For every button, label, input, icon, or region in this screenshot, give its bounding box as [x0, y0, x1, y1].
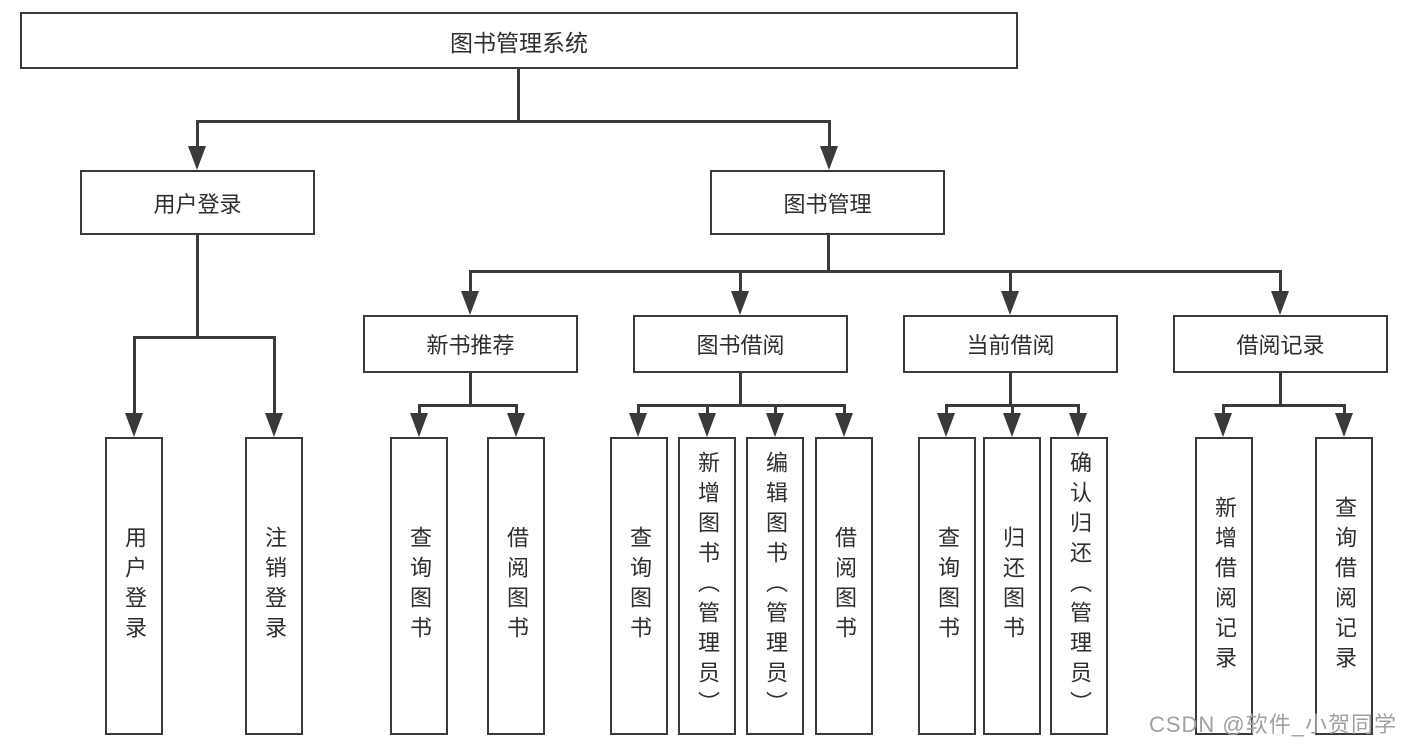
connector-line	[133, 336, 136, 415]
arrowhead-down-icon	[820, 146, 838, 170]
leaf-borrow-add-book-admin: 新增图书（管理员）	[678, 437, 736, 735]
watermark: CSDN @软件_小贺同学	[1148, 712, 1397, 737]
connector-line	[774, 404, 777, 416]
leaf-records-query-record-label: 查询借阅记录	[1332, 496, 1357, 676]
node-book-borrow: 图书借阅	[633, 315, 848, 373]
leaf-borrow-borrow-book-label: 借阅图书	[832, 526, 857, 646]
leaf-recommend-query-book: 查询图书	[390, 437, 448, 735]
leaf-recommend-borrow-book-label: 借阅图书	[504, 526, 529, 646]
arrowhead-down-icon	[1271, 291, 1289, 315]
connector-line	[1222, 404, 1345, 407]
leaf-records-add-record: 新增借阅记录	[1195, 437, 1253, 735]
leaf-current-confirm-return-admin-label: 确认归还（管理员）	[1067, 451, 1092, 721]
connector-line	[196, 120, 831, 123]
arrowhead-down-icon	[937, 413, 955, 437]
connector-line	[843, 404, 846, 416]
leaf-borrow-borrow-book: 借阅图书	[815, 437, 873, 735]
node-root: 图书管理系统	[20, 12, 1018, 69]
leaf-current-confirm-return-admin: 确认归还（管理员）	[1050, 437, 1108, 735]
node-book-management-label: 图书管理	[783, 191, 872, 217]
node-current-borrow: 当前借阅	[903, 315, 1118, 373]
leaf-borrow-edit-book-admin-label: 编辑图书（管理员）	[763, 451, 788, 721]
arrowhead-down-icon	[1214, 413, 1232, 437]
connector-line	[517, 69, 520, 121]
leaf-recommend-query-book-label: 查询图书	[407, 526, 432, 646]
connector-line	[637, 404, 845, 407]
connector-line	[133, 336, 276, 339]
connector-line	[515, 404, 518, 416]
leaf-borrow-add-book-admin-label: 新增图书（管理员）	[695, 451, 720, 721]
node-new-book-recommend-label: 新书推荐	[426, 333, 515, 358]
connector-line	[273, 336, 276, 415]
node-borrow-records-label: 借阅记录	[1236, 333, 1325, 358]
arrowhead-down-icon	[731, 291, 749, 315]
leaf-current-query-book-label: 查询图书	[935, 526, 960, 646]
connector-line	[706, 404, 709, 416]
connector-line	[196, 120, 199, 148]
connector-line	[1011, 404, 1014, 416]
leaf-current-query-book: 查询图书	[918, 437, 976, 735]
connector-line	[1279, 270, 1282, 293]
arrowhead-down-icon	[188, 146, 206, 170]
leaf-current-return-book: 归还图书	[983, 437, 1041, 735]
leaf-records-add-record-label: 新增借阅记录	[1212, 496, 1237, 676]
node-root-label: 图书管理系统	[450, 29, 588, 56]
arrowhead-down-icon	[1003, 413, 1021, 437]
node-borrow-records: 借阅记录	[1173, 315, 1388, 373]
connector-line	[469, 270, 472, 293]
node-book-management: 图书管理	[710, 170, 945, 235]
arrowhead-down-icon	[1001, 291, 1019, 315]
connector-line	[828, 120, 831, 148]
connector-line	[827, 235, 830, 273]
connector-line	[739, 373, 742, 407]
arrowhead-down-icon	[265, 413, 283, 437]
connector-line	[1009, 373, 1012, 407]
arrowhead-down-icon	[629, 413, 647, 437]
arrowhead-down-icon	[1069, 413, 1087, 437]
arrowhead-down-icon	[698, 413, 716, 437]
node-new-book-recommend: 新书推荐	[363, 315, 578, 373]
node-book-borrow-label: 图书借阅	[696, 333, 785, 358]
connector-line	[1343, 404, 1346, 416]
connector-line	[739, 270, 742, 293]
leaf-records-query-record: 查询借阅记录	[1315, 437, 1373, 735]
node-current-borrow-label: 当前借阅	[966, 333, 1055, 358]
arrowhead-down-icon	[461, 291, 479, 315]
node-user-login-label: 用户登录	[153, 191, 242, 217]
connector-line	[637, 404, 640, 416]
leaf-user-login-label: 用户登录	[122, 526, 147, 646]
leaf-recommend-borrow-book: 借阅图书	[487, 437, 545, 735]
arrowhead-down-icon	[766, 413, 784, 437]
leaf-borrow-query-book-label: 查询图书	[627, 526, 652, 646]
node-user-login: 用户登录	[80, 170, 315, 235]
leaf-user-login: 用户登录	[105, 437, 163, 735]
arrowhead-down-icon	[835, 413, 853, 437]
leaf-current-return-book-label: 归还图书	[1000, 526, 1025, 646]
connector-line	[1222, 404, 1225, 416]
connector-line	[1077, 404, 1080, 416]
arrowhead-down-icon	[1335, 413, 1353, 437]
arrowhead-down-icon	[507, 413, 525, 437]
connector-line	[418, 404, 517, 407]
connector-line	[945, 404, 948, 416]
leaf-logout-label: 注销登录	[262, 526, 287, 646]
leaf-borrow-edit-book-admin: 编辑图书（管理员）	[746, 437, 804, 735]
leaf-borrow-query-book: 查询图书	[610, 437, 668, 735]
connector-line	[418, 404, 421, 416]
arrowhead-down-icon	[410, 413, 428, 437]
leaf-logout: 注销登录	[245, 437, 303, 735]
connector-line	[196, 235, 199, 338]
connector-line	[1279, 373, 1282, 407]
connector-line	[469, 270, 1282, 273]
connector-line	[469, 373, 472, 407]
arrowhead-down-icon	[125, 413, 143, 437]
connector-line	[1009, 270, 1012, 293]
